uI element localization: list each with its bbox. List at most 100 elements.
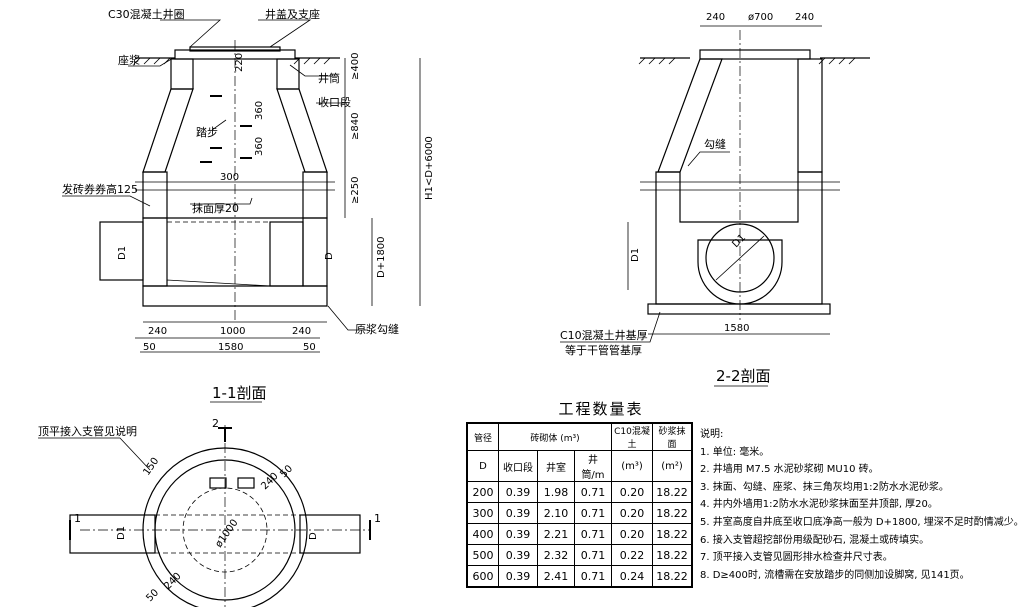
cell: 300	[466, 502, 499, 524]
label-pipe-note: 顶平接入支管见说明	[38, 424, 137, 438]
label-c30-ring: C30混凝土井圈	[108, 7, 185, 21]
cell: 0.20	[611, 523, 653, 545]
th-neck: 收口段	[498, 450, 538, 482]
th-d: D	[466, 450, 499, 482]
cell: 0.71	[574, 565, 612, 588]
th-brick-text: 砖砌体	[530, 433, 558, 444]
label-arch: 发砖券券高125	[62, 182, 138, 196]
th-shaft: 井筒/m	[574, 450, 612, 482]
step-marks	[200, 95, 252, 163]
dim-360b: 360	[254, 137, 265, 156]
plan-step-2	[237, 477, 255, 489]
label-base-2a: C10混凝土井基厚	[560, 328, 648, 342]
cell: 0.71	[574, 523, 612, 545]
cell: 18.22	[652, 523, 693, 545]
cell: 18.22	[652, 544, 693, 566]
title-section-2: 2-2剖面	[716, 367, 771, 385]
cell: 2.21	[537, 523, 575, 545]
th-plaster: 砂浆抹面	[652, 422, 693, 451]
th-conc-unit: (m³)	[611, 450, 653, 482]
leader-pipe-note	[38, 437, 151, 471]
quantity-table: 管径 砖砌体 (m³) C10混凝土 砂浆抹面 D 收口段 井室 井筒/m (m…	[466, 422, 693, 588]
plan-dim-1000: ø1000	[213, 518, 240, 550]
dim-b1000: 1000	[220, 326, 245, 337]
label-cover-seat: 井盖及支座	[265, 7, 320, 21]
plan-dim-d: D	[308, 532, 319, 540]
cell: 2.41	[537, 565, 575, 588]
dim-d: D	[324, 252, 335, 260]
branch-pipe	[99, 221, 144, 281]
cell: 0.71	[574, 544, 612, 566]
note-line: 2. 井墙用 M7.5 水泥砂浆砌 MU10 砖。	[700, 464, 879, 476]
section-1-1: C30混凝土井圈 井盖及支座 座浆 井筒 收口段 踏步 发砖券券高125 抹面厚…	[62, 7, 435, 403]
cell: 0.39	[498, 502, 538, 524]
dim-360a: 360	[254, 101, 265, 120]
dim-ge250: ≥250	[350, 177, 361, 204]
cell: 0.39	[498, 544, 538, 566]
wall-left-2	[657, 58, 723, 173]
plan-mark-1-left: 1	[74, 512, 81, 525]
cell: 18.22	[652, 502, 693, 524]
cell: 2.32	[537, 544, 575, 566]
cell: 500	[466, 544, 499, 566]
cell: 0.39	[498, 565, 538, 588]
th-concrete: C10混凝土	[611, 422, 653, 451]
neck-wall-right	[276, 58, 300, 90]
plan-dim-d1: D1	[116, 526, 127, 540]
channel-slope	[166, 279, 271, 287]
th-brick: 砖砌体 (m³)	[498, 422, 612, 451]
pipe-diameter-line	[715, 235, 765, 281]
th-brick-unit: (m³)	[560, 433, 580, 444]
chamber-wall-left	[142, 217, 168, 287]
dim-ge400: ≥400	[350, 53, 361, 80]
cell: 0.22	[611, 544, 653, 566]
leader-plaster	[190, 197, 253, 205]
note-line: 8. D≥400时, 流槽需在安放踏步的同侧加设脚窝, 见141页。	[700, 569, 970, 581]
cell: 0.71	[574, 481, 612, 503]
dim-t240r: 240	[795, 12, 814, 23]
main-pipe	[269, 221, 304, 287]
label-plaster: 抹面厚20	[192, 202, 239, 215]
cell: 200	[466, 481, 499, 503]
neck-wall-left	[170, 58, 194, 90]
leader-arch	[62, 195, 151, 207]
ground-hatch	[133, 57, 331, 65]
dim-b1580: 1580	[218, 342, 243, 353]
dim-220: 220	[234, 53, 245, 72]
label-base-2b: 等于干管管基厚	[565, 343, 642, 357]
dim-d1: D1	[117, 246, 128, 260]
drawing-sheet: C30混凝土井圈 井盖及支座 座浆 井筒 收口段 踏步 发砖券券高125 抹面厚…	[38, 7, 1024, 607]
note-line: 7. 顶平接入支管见圆形排水检查井尺寸表。	[700, 552, 893, 564]
chamber-wall-right	[302, 217, 328, 287]
dim-ge840: ≥840	[350, 113, 361, 140]
note-line: 3. 抹面、勾缝、座浆、抹三角灰均用1:2防水水泥砂浆。	[700, 481, 949, 493]
dim-b240l: 240	[148, 326, 167, 337]
plan-dim-150: 150	[141, 456, 161, 478]
leader-base	[327, 305, 368, 331]
dim-b240r: 240	[292, 326, 311, 337]
cell: 0.39	[498, 523, 538, 545]
label-step: 踏步	[196, 125, 218, 139]
notes-panel: 说明: 1. 单位: 毫米。 2. 井墙用 M7.5 水泥砂浆砌 MU10 砖。…	[700, 426, 1024, 584]
cell: 0.20	[611, 481, 653, 503]
dim-d1-pipe: D1	[730, 232, 748, 250]
th-chamber: 井室	[537, 450, 575, 482]
label-step: 收口段	[318, 95, 351, 109]
label-base: 原浆勾缝	[355, 322, 399, 336]
th-plaster-unit: (m²)	[652, 450, 693, 482]
dim-b50r: 50	[303, 342, 316, 353]
leader-joint	[687, 151, 730, 167]
notes-title: 说明:	[700, 429, 724, 440]
reducer-wall-left	[142, 88, 194, 173]
leader-cover	[258, 19, 312, 48]
engineering-drawing: C30混凝土井圈 井盖及支座 座浆 井筒 收口段 踏步 发砖券券高125 抹面厚…	[38, 7, 870, 607]
cell: 18.22	[652, 481, 693, 503]
cell: 0.71	[574, 502, 612, 524]
cell: 2.10	[537, 502, 575, 524]
plan-view: 2 1 1 顶平接入支管见说明 150 240 50 240 50 ø1000 …	[38, 417, 381, 607]
cell: 18.22	[652, 565, 693, 588]
label-mortar: 座浆	[118, 53, 140, 67]
